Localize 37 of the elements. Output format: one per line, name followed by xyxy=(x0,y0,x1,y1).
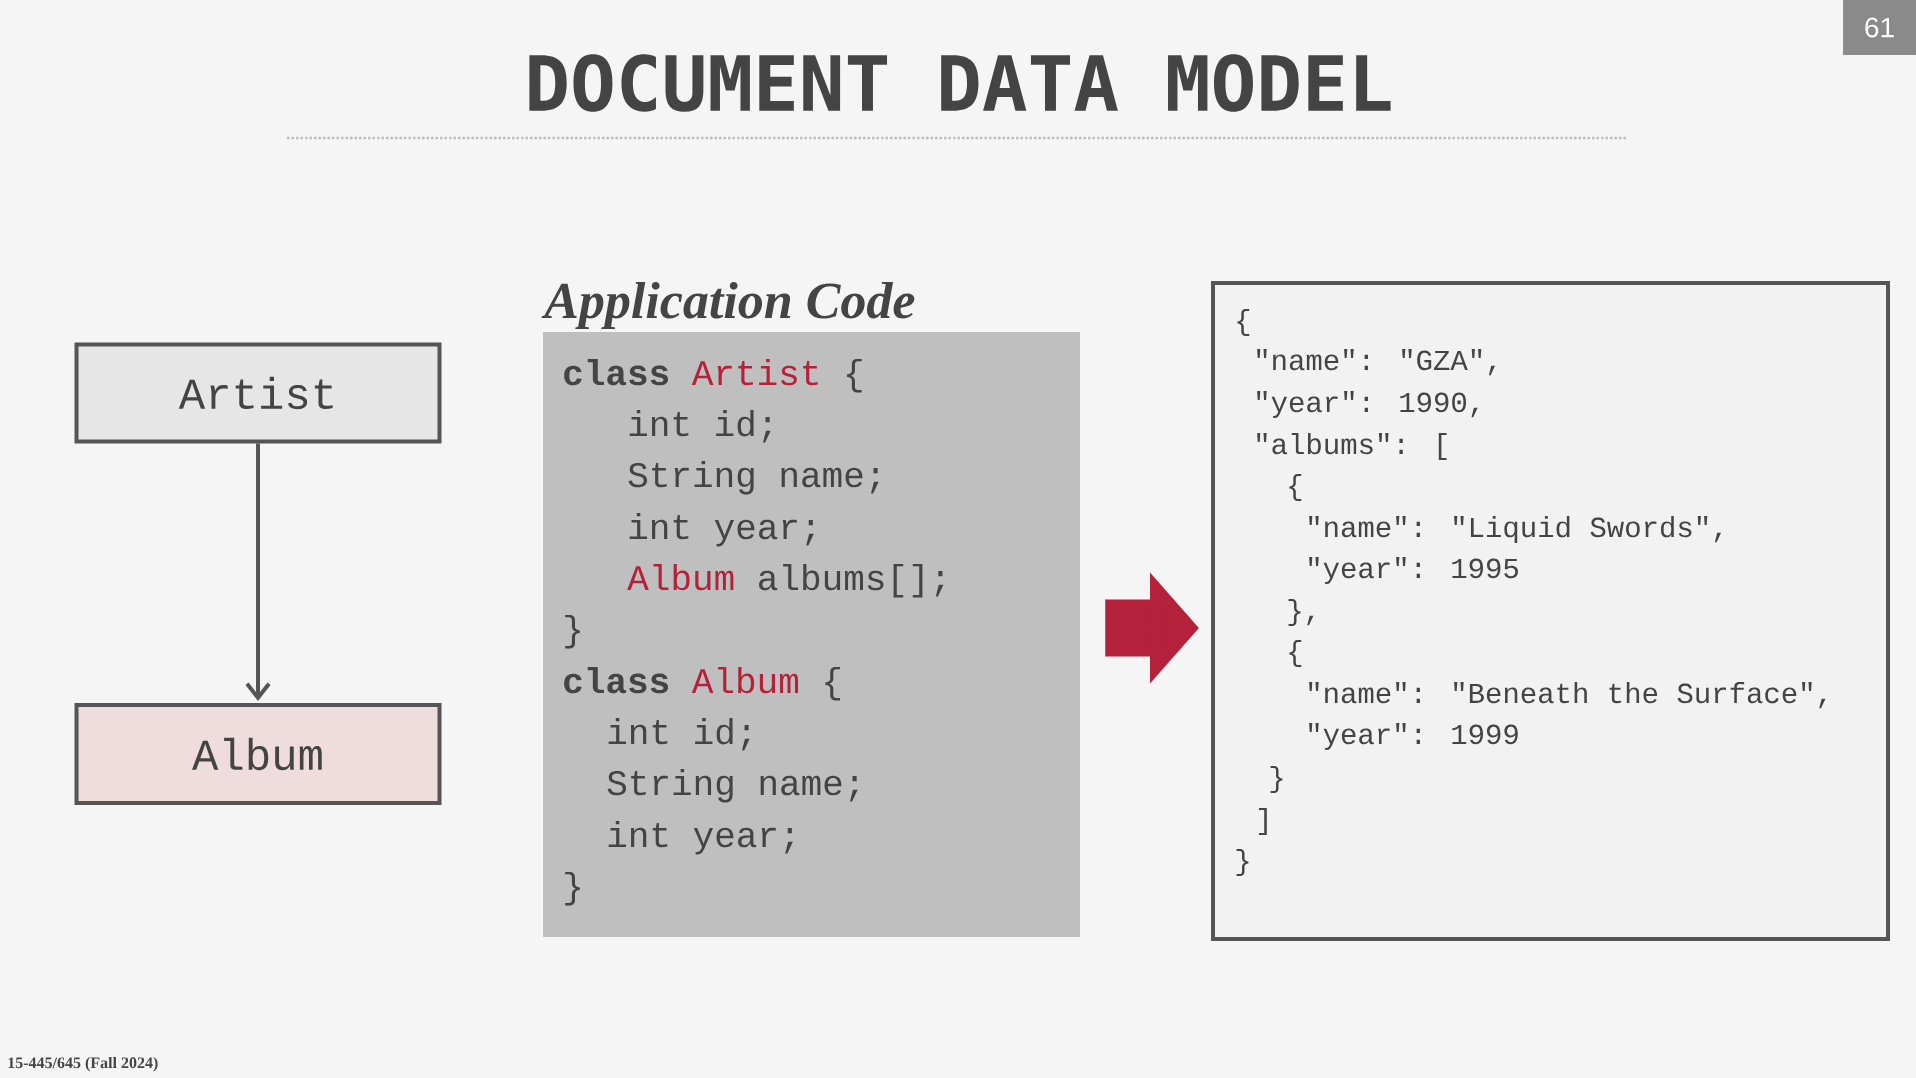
json-text: } xyxy=(1236,849,1249,876)
json-text: "year": 1999 xyxy=(1309,723,1518,750)
json-text: } xyxy=(1270,766,1283,793)
code-text: { xyxy=(825,666,841,701)
json-text: { xyxy=(1237,309,1250,336)
json-text: "name": "GZA", xyxy=(1257,349,1496,376)
json-text: "year": 1995 xyxy=(1309,557,1518,584)
code-text: int year; xyxy=(629,512,814,547)
code-text: int id; xyxy=(608,717,750,751)
code-text: class xyxy=(564,666,668,694)
code-text: } xyxy=(565,614,580,649)
code-text: Album xyxy=(691,666,798,694)
code-text: String name; xyxy=(607,768,858,803)
code-heading: Application Code xyxy=(541,281,915,330)
code-text: int id; xyxy=(629,409,771,443)
entity-box: Album xyxy=(74,703,442,805)
json-text: "albums": [ xyxy=(1257,433,1447,460)
json-text: { xyxy=(1289,474,1302,501)
code-text: { xyxy=(847,358,862,393)
code-text: } xyxy=(565,871,580,906)
code-text: Album xyxy=(627,563,734,591)
page-number: 61 xyxy=(1843,0,1916,55)
code-text: albums[]; xyxy=(759,563,944,598)
code-text: String name; xyxy=(628,460,879,495)
json-text: "name": "Beneath the Surface", xyxy=(1309,682,1826,709)
arrow xyxy=(245,443,271,701)
json-text: ] xyxy=(1259,808,1267,835)
json-text: }, xyxy=(1288,599,1314,626)
code-text: int year; xyxy=(608,820,793,855)
json-text: "year": 1990, xyxy=(1257,391,1478,418)
entity-box: Artist xyxy=(74,342,442,444)
course-label: 15-445/645 (Fall 2024) xyxy=(8,1056,158,1072)
code-text: Artist xyxy=(691,358,818,386)
code-text: class xyxy=(564,358,668,386)
slide-title: DOCUMENT DATA MODEL xyxy=(529,54,1391,112)
json-text: "name": "Liquid Swords", xyxy=(1309,516,1722,543)
json-text: { xyxy=(1289,640,1302,667)
